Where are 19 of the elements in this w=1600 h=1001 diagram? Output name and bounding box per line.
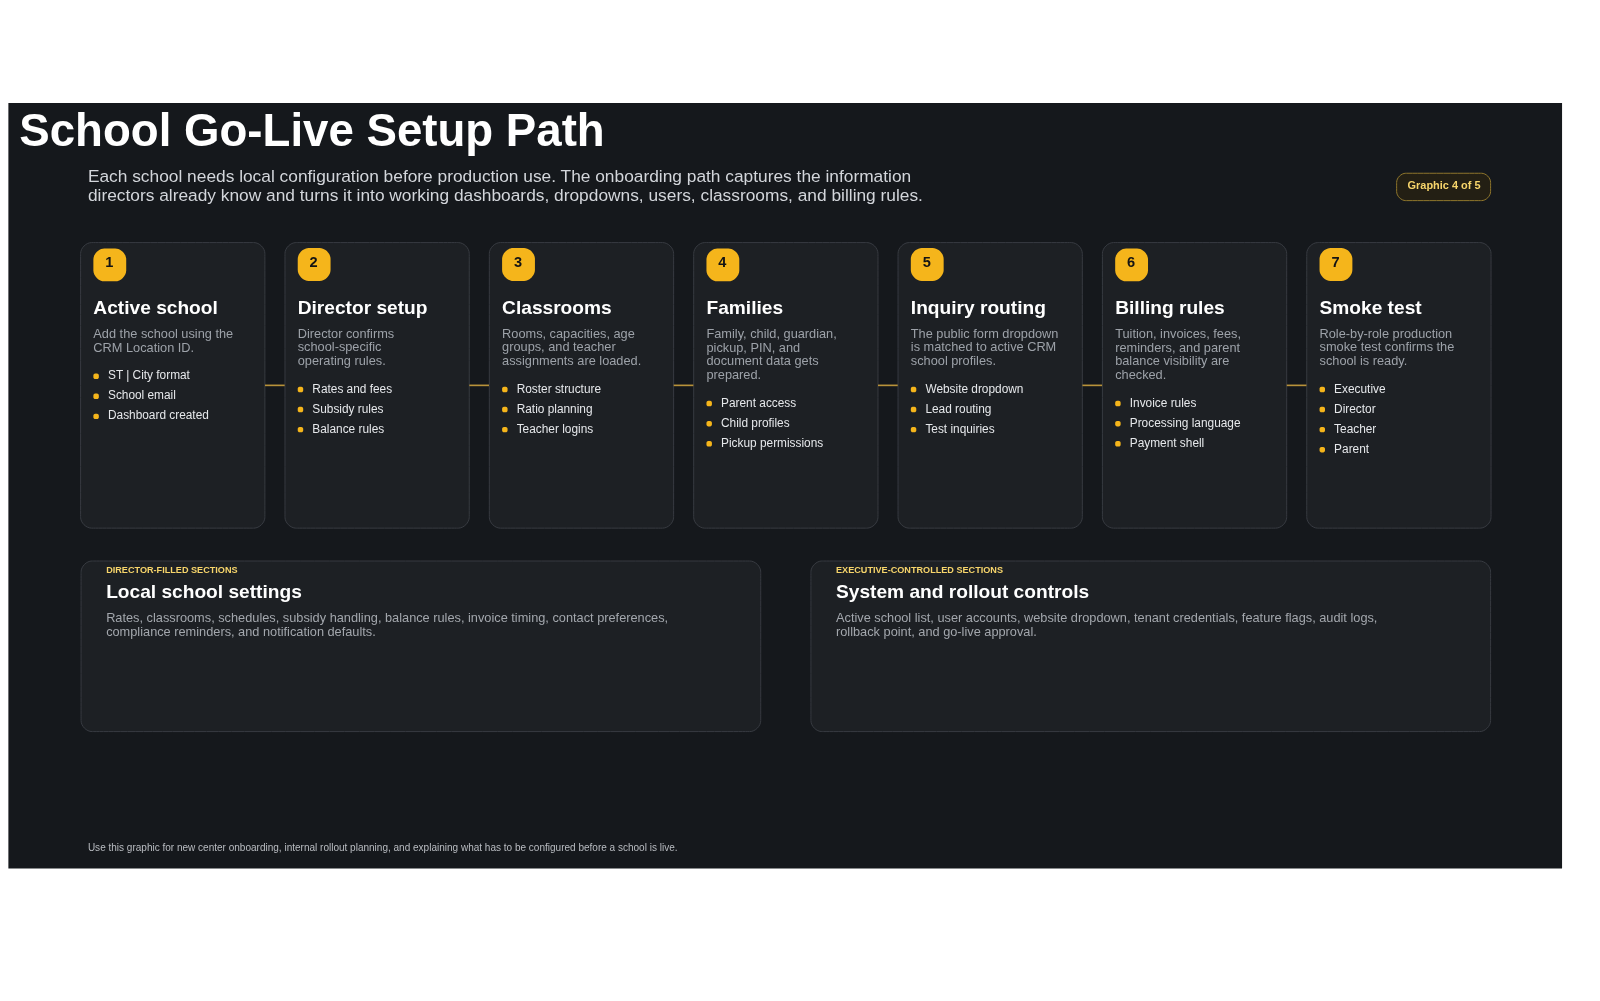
label: Each school needs local configuration before production use. The onboarding path captures the information directors already know and turns it into working dashboards, dropdowns, users, classrooms, and billing rules.	[87, 165, 923, 205]
node-box: 3 Classrooms Rooms, capacities, age groups, and teacher assignments are loaded. Roster structure Ratio planning Teacher logins	[488, 242, 675, 529]
node-box: 7 Smoke test Role-by-role production smoke test confirms the school is ready. Executive Director Teacher Parent	[1306, 242, 1492, 529]
node-box: 4 Families Family, child, guardian, pickup, PIN, and document data gets prepared. Parent access Child profiles Pickup permissions	[693, 242, 879, 529]
connector	[672, 384, 695, 387]
node-box: 2 Director setup Director confirms school-specific operating rules. Rates and fees Subsidy rules Balance rules	[284, 242, 470, 529]
node-box: EXECUTIVE-CONTROLLED SECTIONS System and rollout controls Active school list, user accounts, website dropdown, tenant credentials, feature flags, audit logs, rollback point, and go-live approval.	[810, 560, 1492, 733]
connector	[468, 384, 490, 387]
node-box: Graphic 4 of 5	[1396, 172, 1492, 202]
label: Use this graphic for new center onboarding, internal rollout planning, and explaining what has to be configured before a school is live.	[87, 841, 678, 853]
connector	[264, 384, 286, 387]
connector	[1081, 384, 1103, 387]
connector	[1285, 384, 1308, 387]
connector	[877, 384, 899, 387]
node-box: 1 Active school Add the school using the CRM Location ID. ST | City format School email Dashboard created	[80, 242, 266, 529]
node-box: 6 Billing rules Tuition, invoices, fees, reminders, and parent balance visibility are checked. Invoice rules Processing language Payment shell	[1101, 242, 1288, 529]
node-box: 5 Inquiry routing The public form dropdown is matched to active CRM school profiles. Website dropdown Lead routing Test inquiries	[897, 242, 1083, 529]
diagram-title: School Go-Live Setup Path	[19, 104, 605, 156]
node-box: DIRECTOR-FILLED SECTIONS Local school settings Rates, classrooms, schedules, subsidy handling, balance rules, invoice timing, contact preferences, compliance reminders, and notification defaults.	[80, 560, 762, 733]
